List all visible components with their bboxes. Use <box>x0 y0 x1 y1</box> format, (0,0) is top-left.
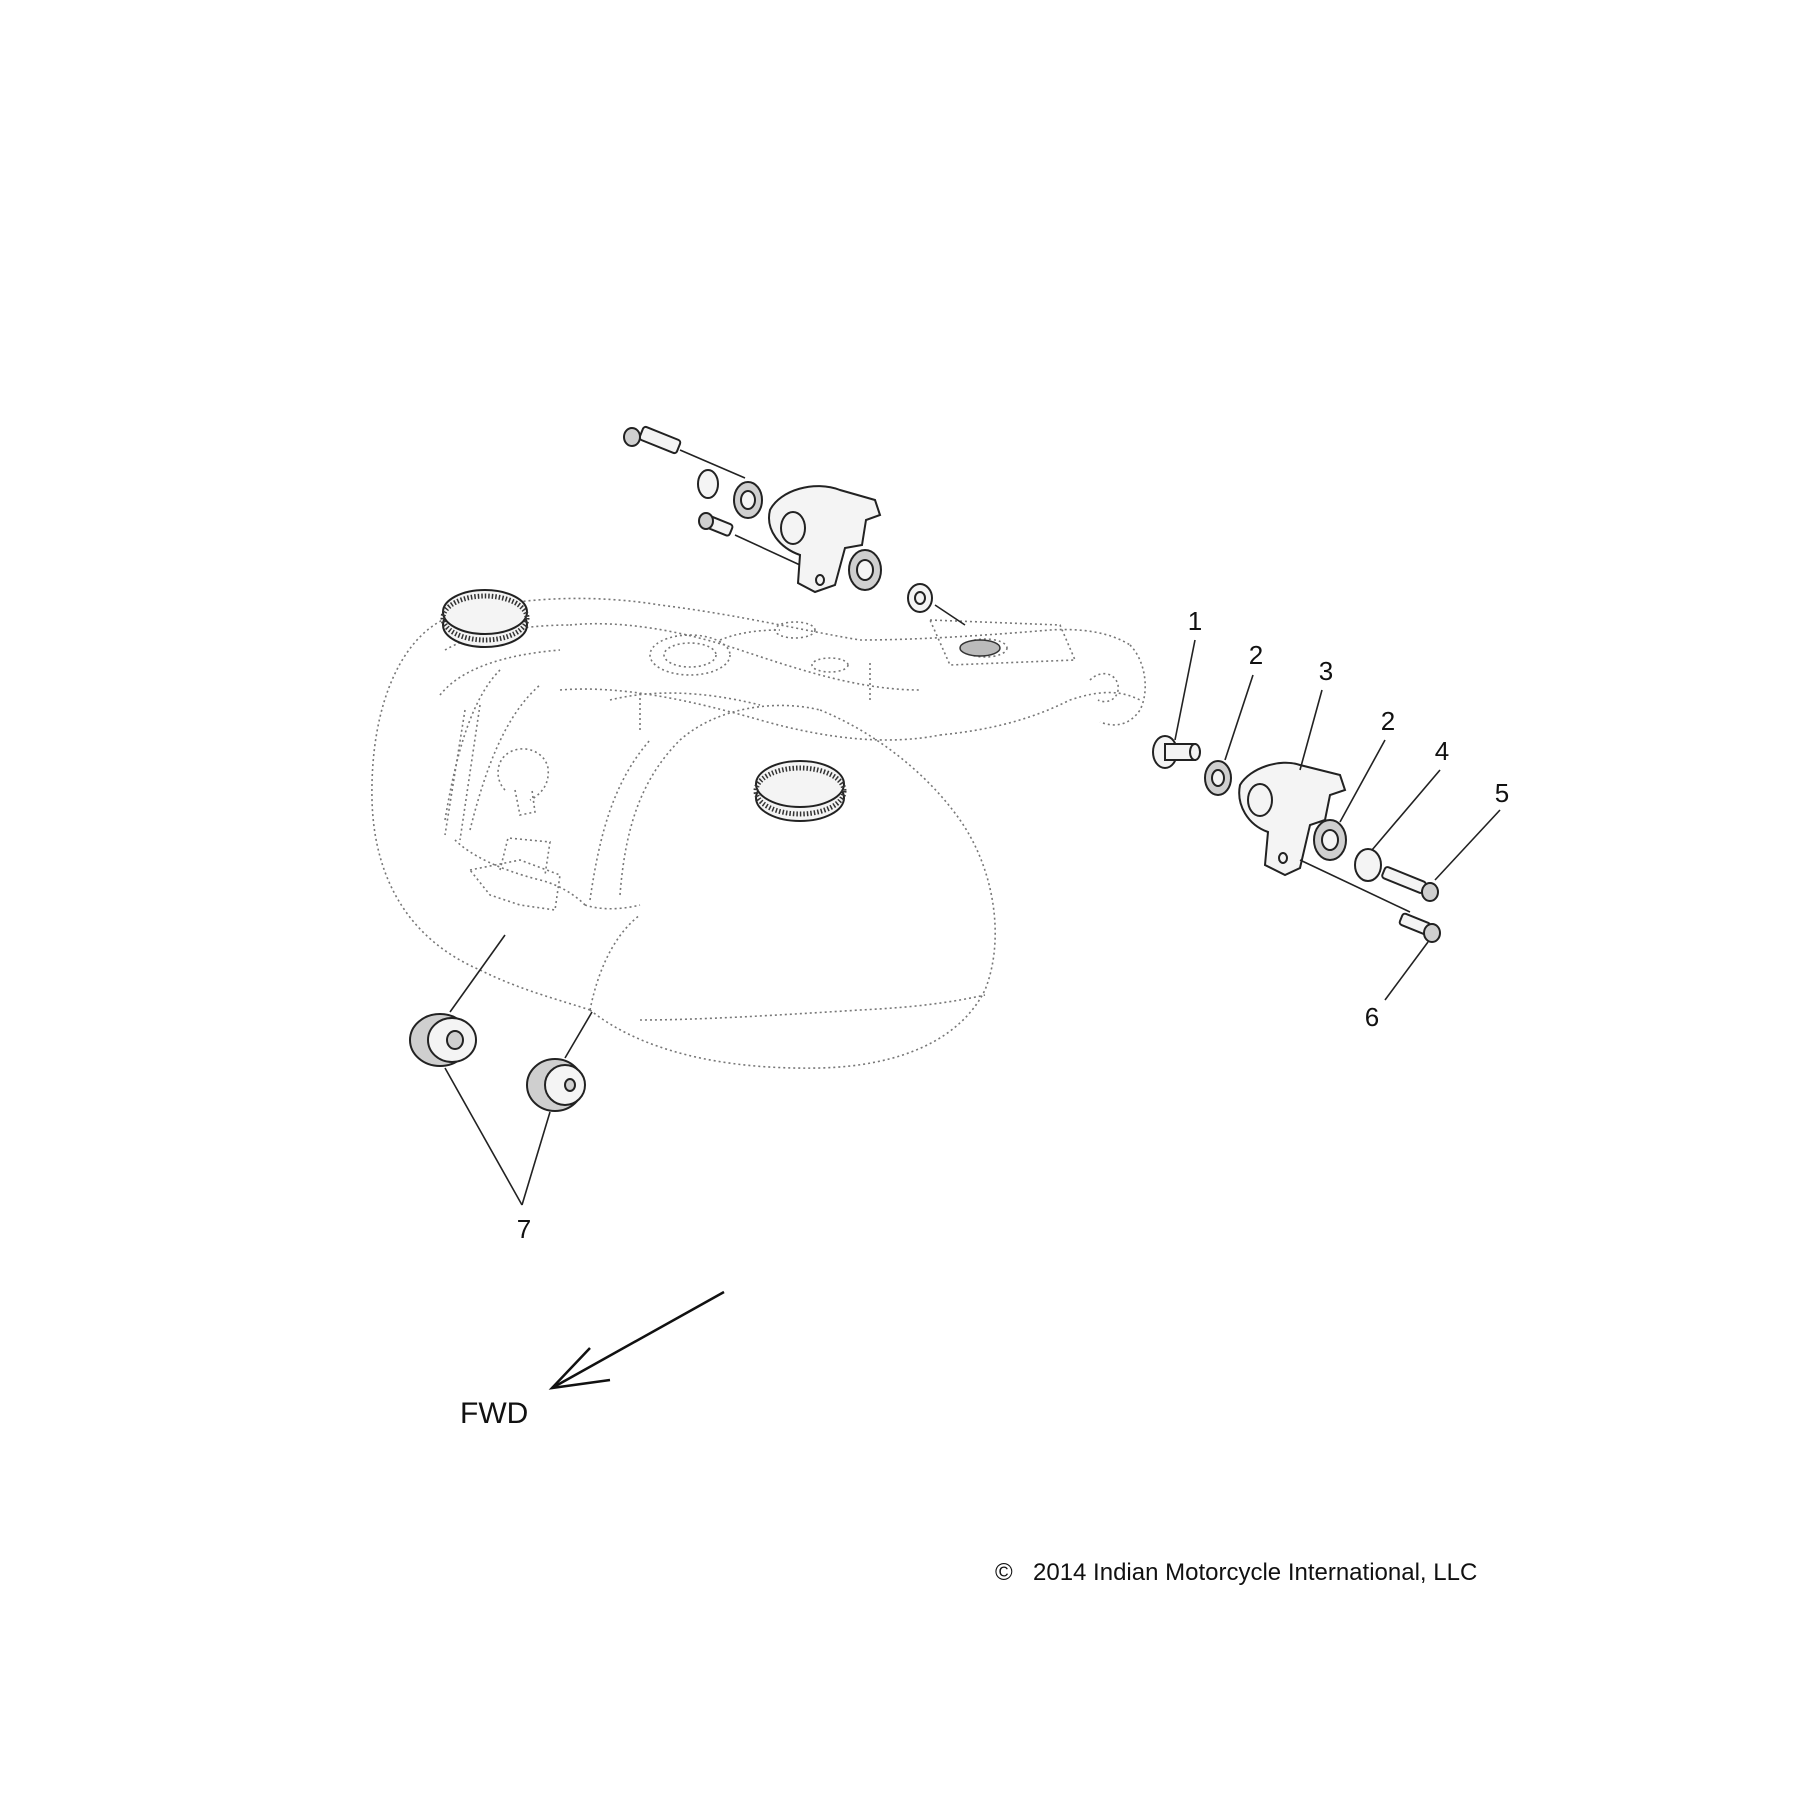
callout-2-right: 2 <box>1381 706 1395 736</box>
callout-leaders <box>444 639 1501 1206</box>
part-5-long-screw <box>1381 866 1439 902</box>
callout-2-left: 2 <box>1249 640 1263 670</box>
part-2-bushing-right <box>1313 819 1347 861</box>
fuel-cap-right <box>753 760 847 822</box>
tank-emblem <box>959 639 1001 657</box>
callout-7: 7 <box>517 1214 531 1244</box>
callout-1: 1 <box>1188 606 1202 636</box>
forward-label: FWD <box>460 1397 528 1430</box>
part-7-grommet-right <box>526 1058 586 1112</box>
upper-short-screw <box>698 512 734 537</box>
upper-mount-hardware <box>623 425 966 626</box>
fuel-cap-left <box>440 589 530 648</box>
callout-6: 6 <box>1365 1002 1379 1032</box>
lower-mount-hardware <box>1152 735 1441 943</box>
part-3-bracket <box>1238 761 1347 877</box>
upper-long-screw <box>623 425 682 455</box>
callout-3: 3 <box>1319 656 1333 686</box>
upper-bushing-left <box>733 481 763 519</box>
part-1-spacer <box>1152 735 1201 769</box>
part-2-bushing-left <box>1204 760 1232 796</box>
copyright-symbol: © <box>995 1559 1013 1586</box>
callout-5: 5 <box>1495 778 1509 808</box>
part-7-grommet-left <box>409 1013 477 1067</box>
part-6-short-screw <box>1398 912 1441 943</box>
copyright-text: 2014 Indian Motorcycle International, LL… <box>1033 1559 1477 1586</box>
callout-4: 4 <box>1435 736 1449 766</box>
upper-washer-left <box>697 469 719 499</box>
part-4-washer <box>1354 848 1382 882</box>
upper-collar <box>907 583 933 613</box>
forward-arrow <box>548 1290 725 1390</box>
copyright-notice: © 2014 Indian Motorcycle International, … <box>995 1559 1477 1586</box>
fuel-tank-outline <box>371 597 1146 1069</box>
upper-bushing-right <box>848 549 882 591</box>
